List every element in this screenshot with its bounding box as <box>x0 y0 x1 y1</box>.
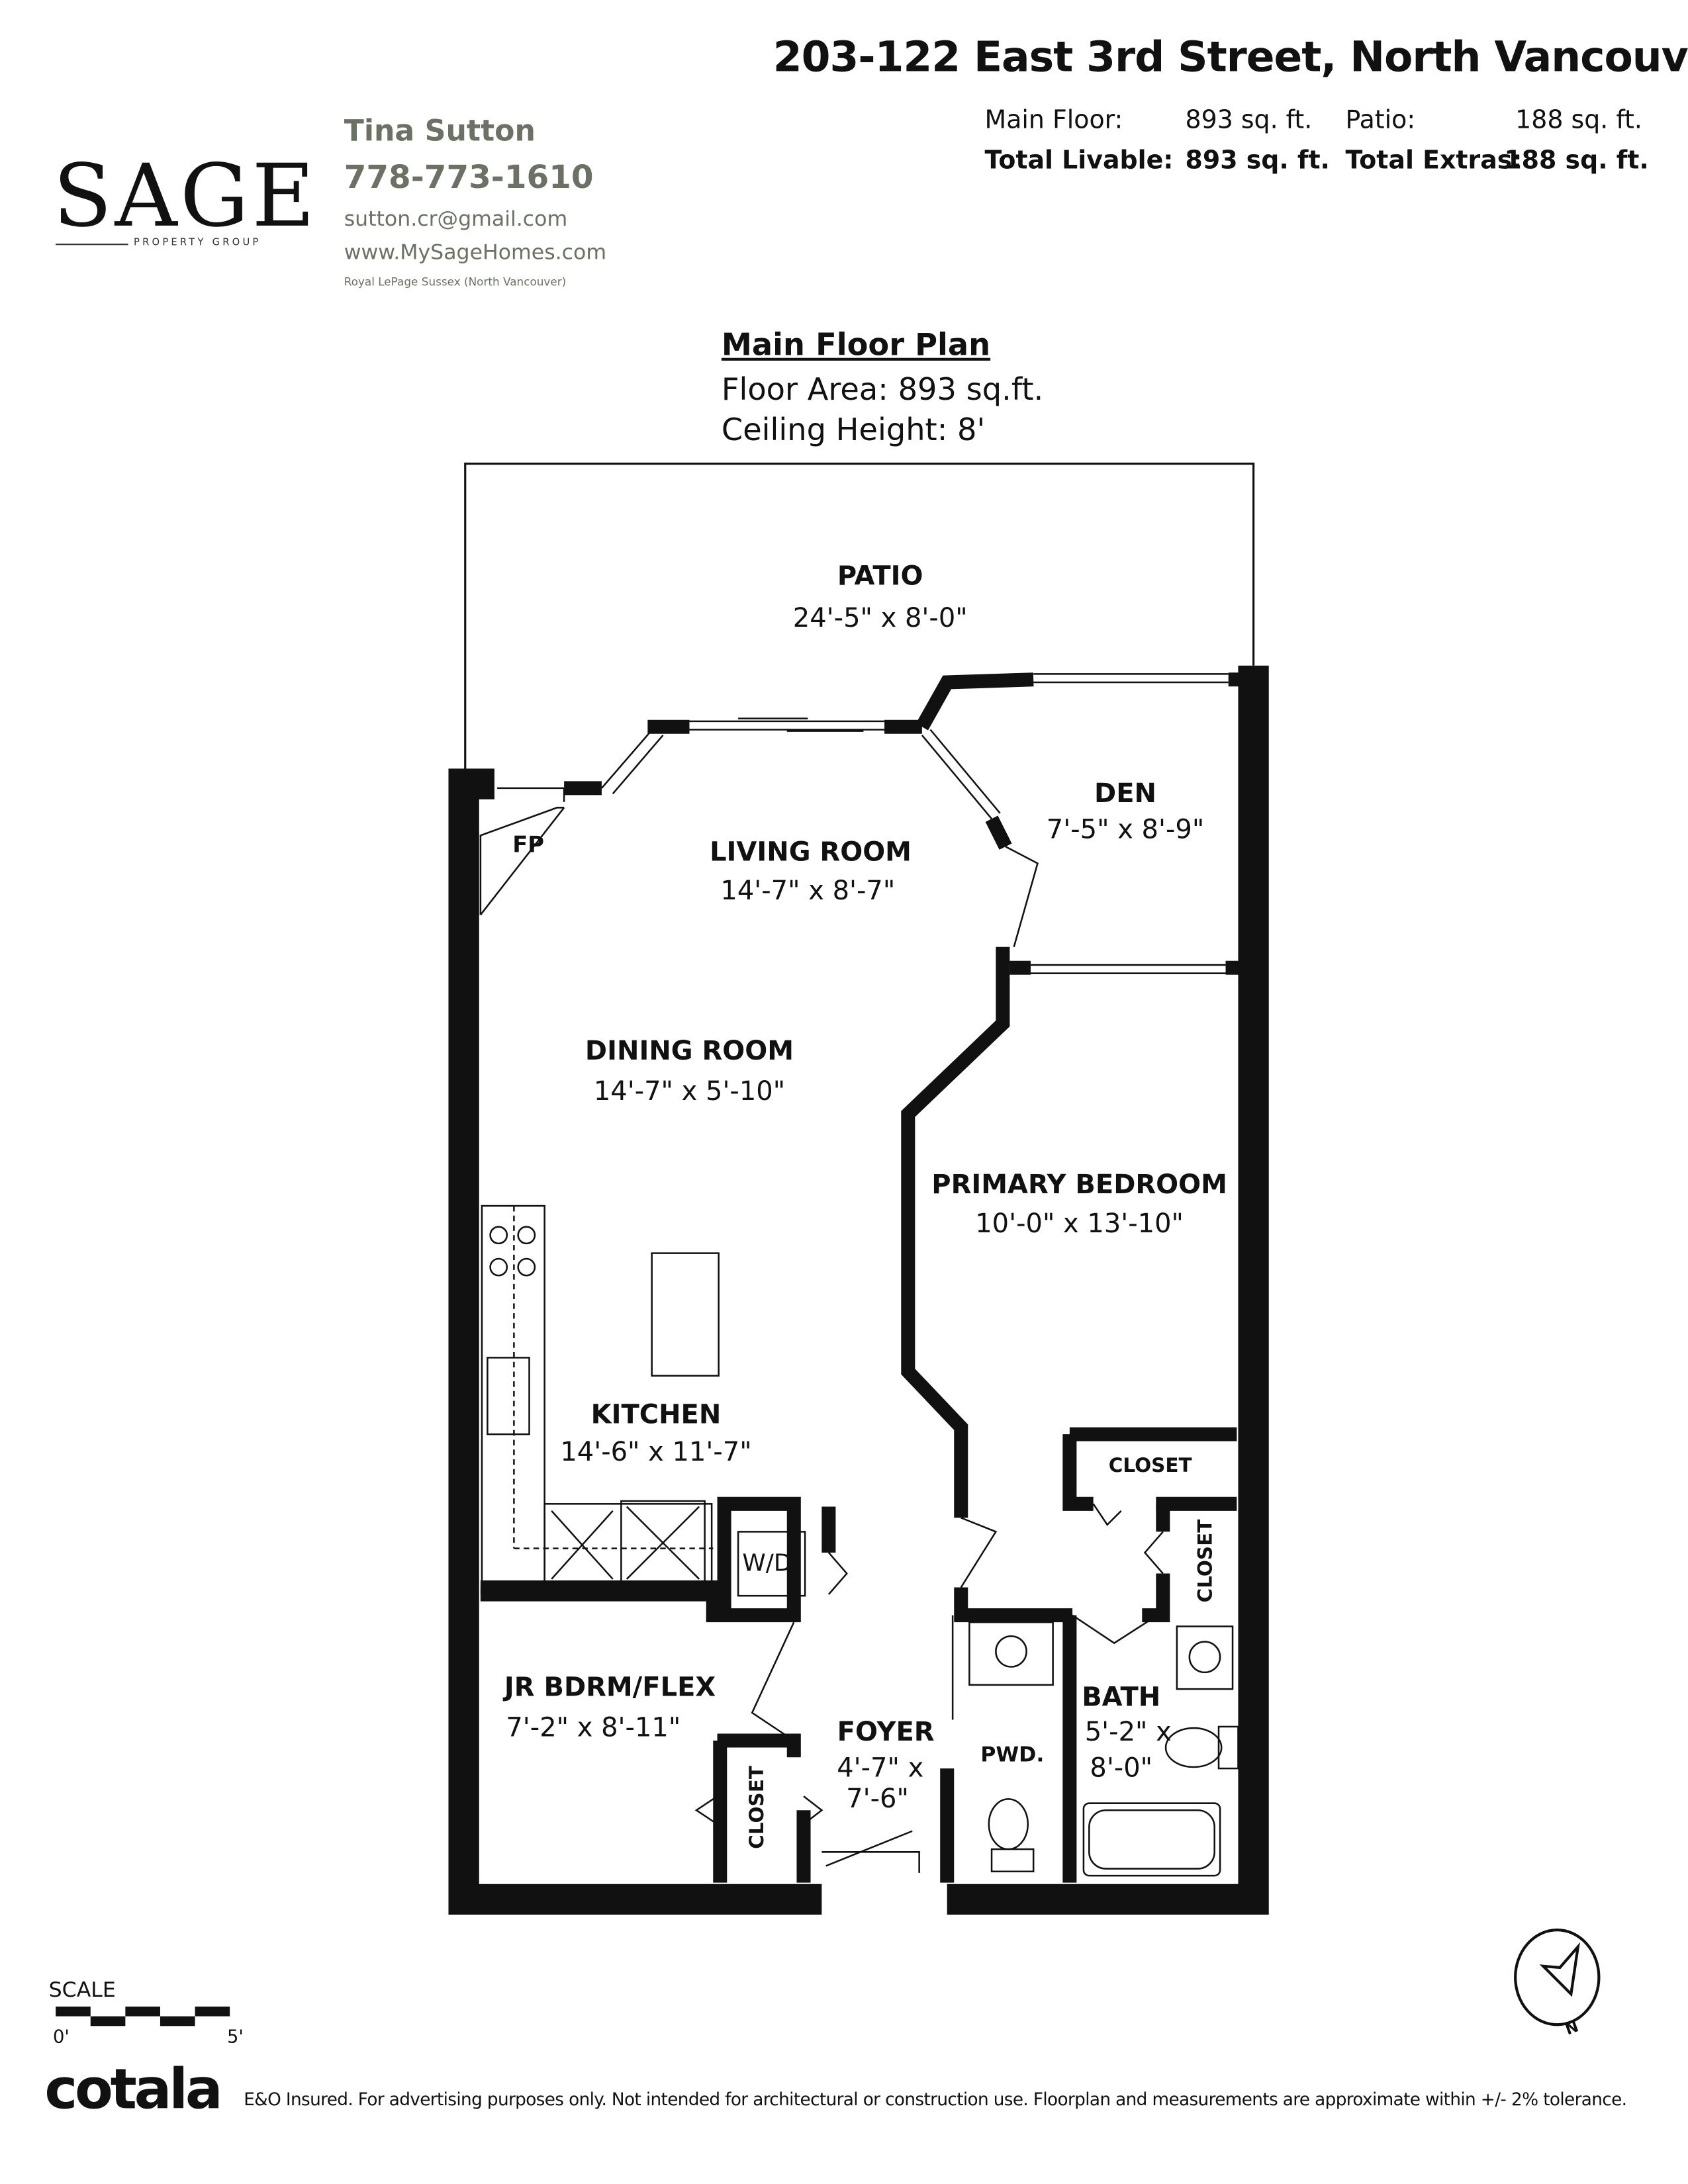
total-extras-label: Total Extras: <box>1345 146 1523 176</box>
washer-dryer-label: W/D <box>742 1549 792 1578</box>
floor-area: Floor Area: 893 sq.ft. <box>721 373 1044 408</box>
plan-title: Main Floor Plan <box>721 328 991 364</box>
room-dims-living-room: 14'-7" x 8'-7" <box>720 876 896 907</box>
room-label-living-room: LIVING ROOM <box>710 837 912 868</box>
room-label-kitchen: KITCHEN <box>590 1399 722 1430</box>
scale-label: SCALE <box>48 1977 116 2003</box>
room-dims-kitchen: 14'-6" x 11'-7" <box>560 1437 752 1468</box>
closet-label-bedroom: CLOSET <box>1108 1455 1192 1478</box>
powder-room-label: PWD. <box>980 1742 1045 1767</box>
agent-website[interactable]: www.MySageHomes.com <box>344 239 607 265</box>
patio-label: Patio: <box>1345 105 1416 136</box>
room-dims-foyer: 4'-7" x <box>837 1752 924 1784</box>
scale-end: 5' <box>226 2027 244 2048</box>
closet-label-jr-bedroom: CLOSET <box>746 1766 769 1849</box>
agent-phone[interactable]: 778-773-1610 <box>344 159 594 197</box>
agent-email[interactable]: sutton.cr@gmail.com <box>344 206 568 232</box>
room-dims-dining-room: 14'-7" x 5'-10" <box>593 1076 786 1107</box>
closet-label-bath: CLOSET <box>1195 1519 1217 1603</box>
logo-rule <box>56 244 128 246</box>
room-label-primary-bedroom: PRIMARY BEDROOM <box>931 1169 1227 1201</box>
main-floor-value: 893 sq. ft. <box>1185 105 1313 136</box>
room-dims-primary-bedroom: 10'-0" x 13'-10" <box>975 1208 1184 1240</box>
agent-name: Tina Sutton <box>344 114 536 148</box>
room-dims-den: 7'-5" x 8'-9" <box>1046 814 1205 846</box>
room-dims-patio: 24'-5" x 8'-0" <box>792 603 968 634</box>
ceiling-height: Ceiling Height: 8' <box>721 413 986 449</box>
room-dims-bath-2: 8'-0" <box>1090 1752 1153 1784</box>
patio-value: 188 sq. ft. <box>1515 105 1642 136</box>
room-dims-jr-bedroom: 7'-2" x 8'-11" <box>506 1712 681 1744</box>
room-label-jr-bedroom: JR BDRM/FLEX <box>504 1672 716 1704</box>
patio-outline <box>464 463 1255 784</box>
total-livable-label: Total Livable: <box>984 146 1174 176</box>
room-label-dining-room: DINING ROOM <box>585 1036 794 1067</box>
disclaimer: E&O Insured. For advertising purposes on… <box>244 2089 1627 2110</box>
fireplace-label: FP <box>512 831 544 858</box>
scale-start: 0' <box>52 2027 70 2048</box>
room-label-bath: BATH <box>1082 1682 1161 1713</box>
room-label-foyer: FOYER <box>837 1717 935 1748</box>
interior-walls <box>480 672 1254 1883</box>
room-dims-bath: 5'-2" x <box>1084 1717 1172 1748</box>
property-address: 203-122 East 3rd Street, North Vancouver <box>773 33 1688 83</box>
main-floor-label: Main Floor: <box>984 105 1123 136</box>
room-label-den: DEN <box>1094 778 1157 809</box>
exterior-walls <box>448 665 1269 1915</box>
total-extras-value: 188 sq. ft. <box>1504 146 1649 176</box>
room-dims-foyer-2: 7'-6" <box>846 1784 909 1815</box>
cotala-logo: cotala <box>44 2058 222 2122</box>
sage-logo: SAGE <box>52 144 318 247</box>
total-livable-value: 893 sq. ft. <box>1185 146 1330 176</box>
room-label-patio: PATIO <box>837 561 923 592</box>
brokerage: Royal LePage Sussex (North Vancouver) <box>344 275 567 289</box>
logo-subtitle: PROPERTY GROUP <box>133 236 261 248</box>
